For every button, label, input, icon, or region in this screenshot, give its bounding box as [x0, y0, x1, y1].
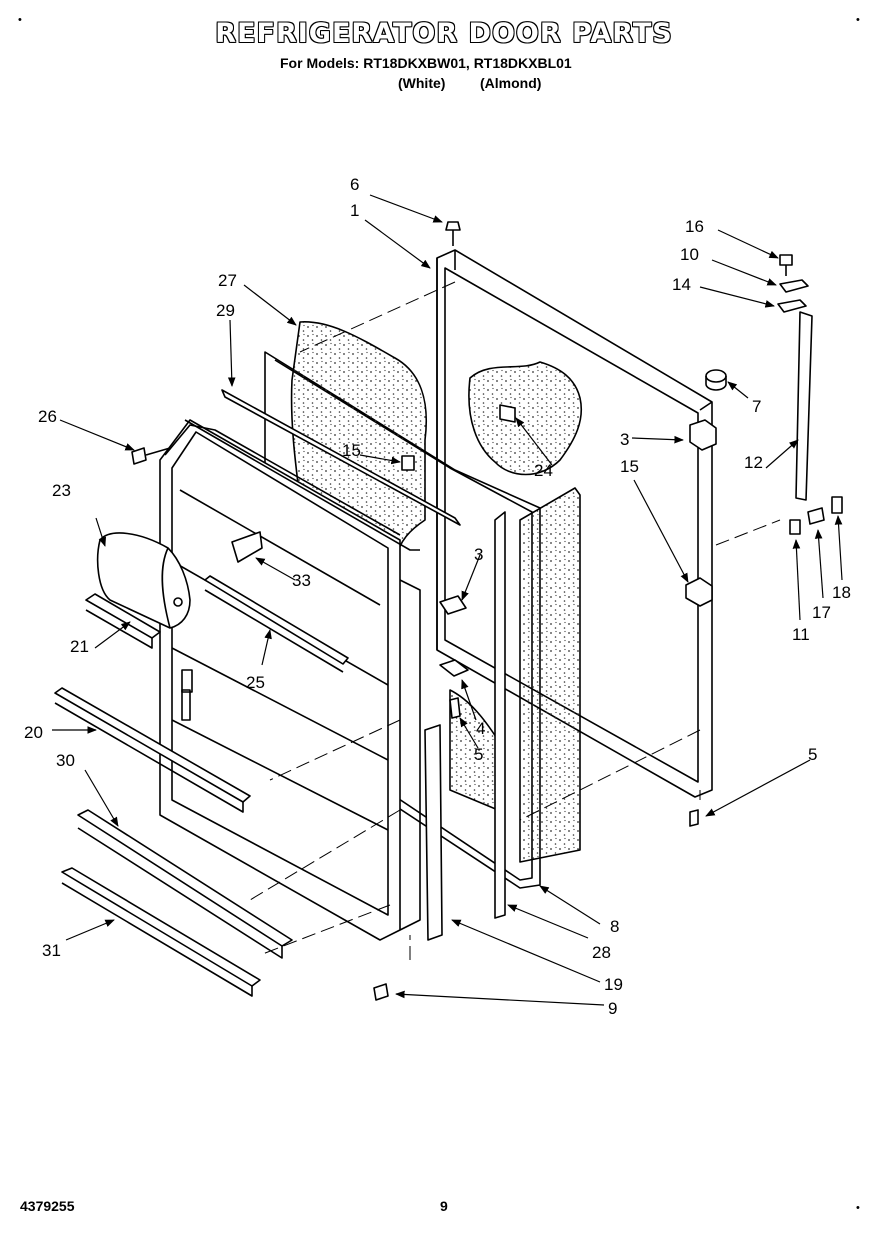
shelf-bar-25 [204, 575, 349, 665]
callout-5-mid: 5 [474, 745, 483, 764]
callout-10: 10 [680, 245, 699, 264]
callout-27: 27 [218, 271, 237, 290]
door-shelf-30 [77, 809, 293, 947]
callout-24: 24 [534, 461, 553, 480]
corner-mark-top-left: • [18, 14, 22, 26]
callout-30: 30 [56, 751, 75, 770]
corner-mark-top-right: • [856, 14, 860, 26]
callout-14: 14 [672, 275, 691, 294]
door-stop-strip-12 [795, 311, 813, 501]
part-number: 4379255 [20, 1198, 75, 1214]
callout-21: 21 [70, 637, 89, 656]
callout-11: 11 [792, 625, 810, 644]
callout-labels: 6 1 16 10 14 7 3 12 15 11 17 18 27 29 26… [24, 175, 851, 1018]
callout-leaders [52, 194, 843, 1006]
door-liner-19 [424, 724, 443, 941]
foam-insulation-strip [519, 487, 581, 863]
callout-4: 4 [476, 719, 485, 738]
callout-18: 18 [832, 583, 851, 602]
foam-insulation-24 [468, 361, 583, 476]
corner-mark-bottom-right: • [856, 1202, 860, 1214]
callout-3-mid: 3 [474, 545, 483, 564]
callout-23: 23 [52, 481, 71, 500]
callout-20: 20 [24, 723, 43, 742]
inner-door-liner [159, 419, 421, 941]
callout-15-left: 15 [342, 441, 361, 460]
callout-29: 29 [216, 301, 235, 320]
callout-5-right: 5 [808, 745, 817, 764]
door-shelf-31 [61, 867, 261, 987]
page-number: 9 [440, 1198, 448, 1214]
callout-33: 33 [292, 571, 311, 590]
callout-31: 31 [42, 941, 61, 960]
callout-12: 12 [744, 453, 763, 472]
trim-bar-29 [221, 389, 461, 526]
callout-17: 17 [812, 603, 831, 622]
callout-1: 1 [350, 201, 359, 220]
callout-3-right: 3 [620, 430, 629, 449]
models-line: For Models: RT18DKXBW01, RT18DKXBL01 [280, 55, 572, 71]
callout-26: 26 [38, 407, 57, 426]
callout-8: 8 [610, 917, 619, 936]
hinge-bracket-3 [689, 419, 717, 451]
callout-16: 16 [685, 217, 704, 236]
color-white-label: (White) [398, 75, 446, 91]
alignment-lines [249, 281, 781, 960]
callout-19: 19 [604, 975, 623, 994]
color-almond-label: (Almond) [480, 75, 542, 91]
dairy-bin-23 [96, 532, 191, 629]
shelf-bar-20 [54, 687, 251, 803]
page-title: REFRIGERATOR DOOR PARTS [215, 18, 673, 49]
callout-25: 25 [246, 673, 265, 692]
callout-28: 28 [592, 943, 611, 962]
callout-9: 9 [608, 999, 617, 1018]
callout-6: 6 [350, 175, 359, 194]
shelf-clip-33 [231, 531, 263, 563]
callout-7: 7 [752, 397, 761, 416]
callout-15-right: 15 [620, 457, 639, 476]
